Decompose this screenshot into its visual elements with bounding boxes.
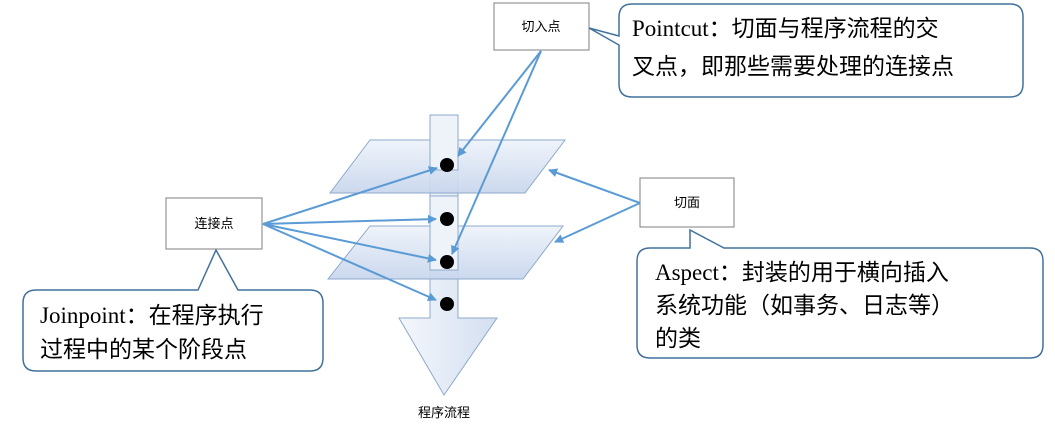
aspect-label-box: 切面 xyxy=(639,177,735,228)
aspect-arrows xyxy=(548,168,641,243)
joinpoint-label: 连接点 xyxy=(194,216,233,232)
joinpoint-label-box: 连接点 xyxy=(165,197,263,250)
aspect-callout-line-3: 的类 xyxy=(655,326,701,351)
joinpoint-dot-1 xyxy=(440,158,454,172)
joinpoint-dot-4 xyxy=(440,297,454,311)
joinpoint-callout-line-1: Joinpoint：在程序执行 xyxy=(40,303,264,328)
pointcut-label-box: 切入点 xyxy=(493,2,590,51)
aspect-callout: Aspect：封装的用于横向插入 系统功能（如事务、日志等） 的类 xyxy=(636,228,1044,359)
joinpoint-dot-2 xyxy=(440,212,454,226)
program-flow-label: 程序流程 xyxy=(418,406,470,421)
pointcut-arrows xyxy=(451,50,542,255)
aspect-callout-line-1: Aspect：封装的用于横向插入 xyxy=(655,260,949,285)
pointcut-callout-line-2: 叉点，即那些需要处理的连接点 xyxy=(632,54,954,79)
joinpoint-callout-line-2: 过程中的某个阶段点 xyxy=(40,337,247,362)
aspect-label: 切面 xyxy=(674,196,700,211)
pointcut-callout: Pointcut：切面与程序流程的交 叉点，即那些需要处理的连接点 xyxy=(588,3,1024,98)
pointcut-label: 切入点 xyxy=(521,20,560,35)
joinpoint-dot-3 xyxy=(440,255,454,269)
joinpoint-arrows xyxy=(262,166,438,301)
aspect-callout-line-2: 系统功能（如事务、日志等） xyxy=(655,293,954,318)
joinpoint-callout: Joinpoint：在程序执行 过程中的某个阶段点 xyxy=(22,248,324,372)
pointcut-callout-line-1: Pointcut：切面与程序流程的交 xyxy=(632,16,939,41)
